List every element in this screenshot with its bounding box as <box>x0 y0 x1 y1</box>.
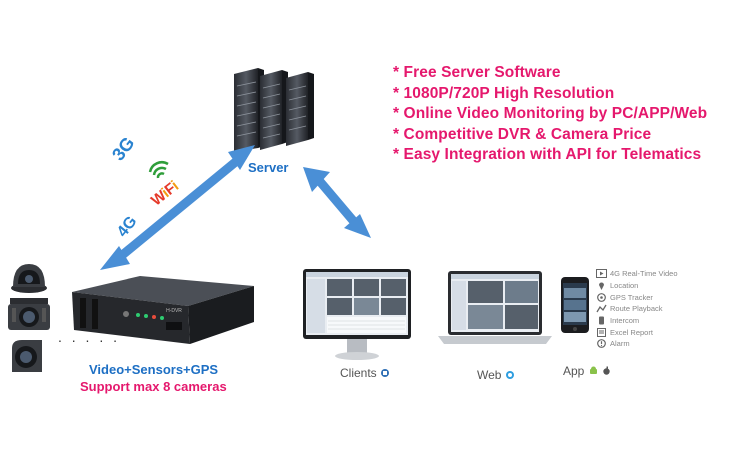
smartphone <box>561 277 589 333</box>
side-camera-icon <box>12 340 42 372</box>
server-racks-icon <box>234 68 314 152</box>
feature-item: * 1080P/720P High Resolution <box>393 84 615 102</box>
browser-logo-icon <box>505 371 514 379</box>
clients-label: Clients <box>340 366 377 380</box>
app-feature-item: Route Playback <box>596 303 678 315</box>
intercom-icon <box>596 316 607 325</box>
web-label: Web <box>477 368 502 382</box>
desktop-monitor <box>303 269 411 360</box>
windows-logo-icon <box>381 369 390 377</box>
feature-item: * Online Video Monitoring by PC/APP/Web <box>393 105 708 122</box>
clients-label-group: Clients <box>340 364 390 382</box>
wifi-icon <box>148 161 169 179</box>
feature-list: * Free Server Software * 1080P/720P High… <box>393 63 707 166</box>
server-clients-arrow <box>303 167 371 238</box>
app-feature-item: Alarm <box>596 338 678 350</box>
dome-camera-icon <box>11 264 47 293</box>
web-label-group: Web <box>477 366 514 384</box>
feature-item: * Free Server Software <box>393 64 561 81</box>
app-feature-item: GPS Tracker <box>596 291 678 303</box>
device-server-arrow <box>100 145 255 270</box>
app-label-group: App <box>563 362 611 380</box>
app-label: App <box>563 364 585 378</box>
dvr-label: H-DVR <box>166 308 182 314</box>
app-feature-item: Location <box>596 280 678 292</box>
mobile-dvr-device: H-DVR <box>72 276 254 344</box>
laptop <box>438 271 552 344</box>
video-sensors-gps-caption: Video+Sensors+GPS <box>89 362 219 377</box>
app-feature-item: Excel Report <box>596 326 678 338</box>
box-camera-icon <box>8 298 50 330</box>
android-logo-icon <box>589 366 597 374</box>
excel-report-icon <box>596 327 607 337</box>
server-label: Server <box>248 160 289 175</box>
route-playback-icon <box>596 304 607 313</box>
feature-item: * Competitive DVR & Camera Price <box>393 125 652 143</box>
support-cameras-caption: Support max 8 cameras <box>80 379 227 394</box>
app-feature-list: 4G Real-Time Video Location GPS Tracker … <box>596 268 678 350</box>
feature-item: * Easy Integration with API for Telemati… <box>393 146 702 163</box>
location-pin-icon <box>596 281 607 291</box>
app-feature-item: 4G Real-Time Video <box>596 268 678 280</box>
alarm-icon <box>596 339 607 349</box>
apple-logo-icon <box>603 366 610 375</box>
video-icon <box>596 269 607 279</box>
gps-tracker-icon <box>596 292 607 302</box>
app-feature-item: Intercom <box>596 315 678 327</box>
